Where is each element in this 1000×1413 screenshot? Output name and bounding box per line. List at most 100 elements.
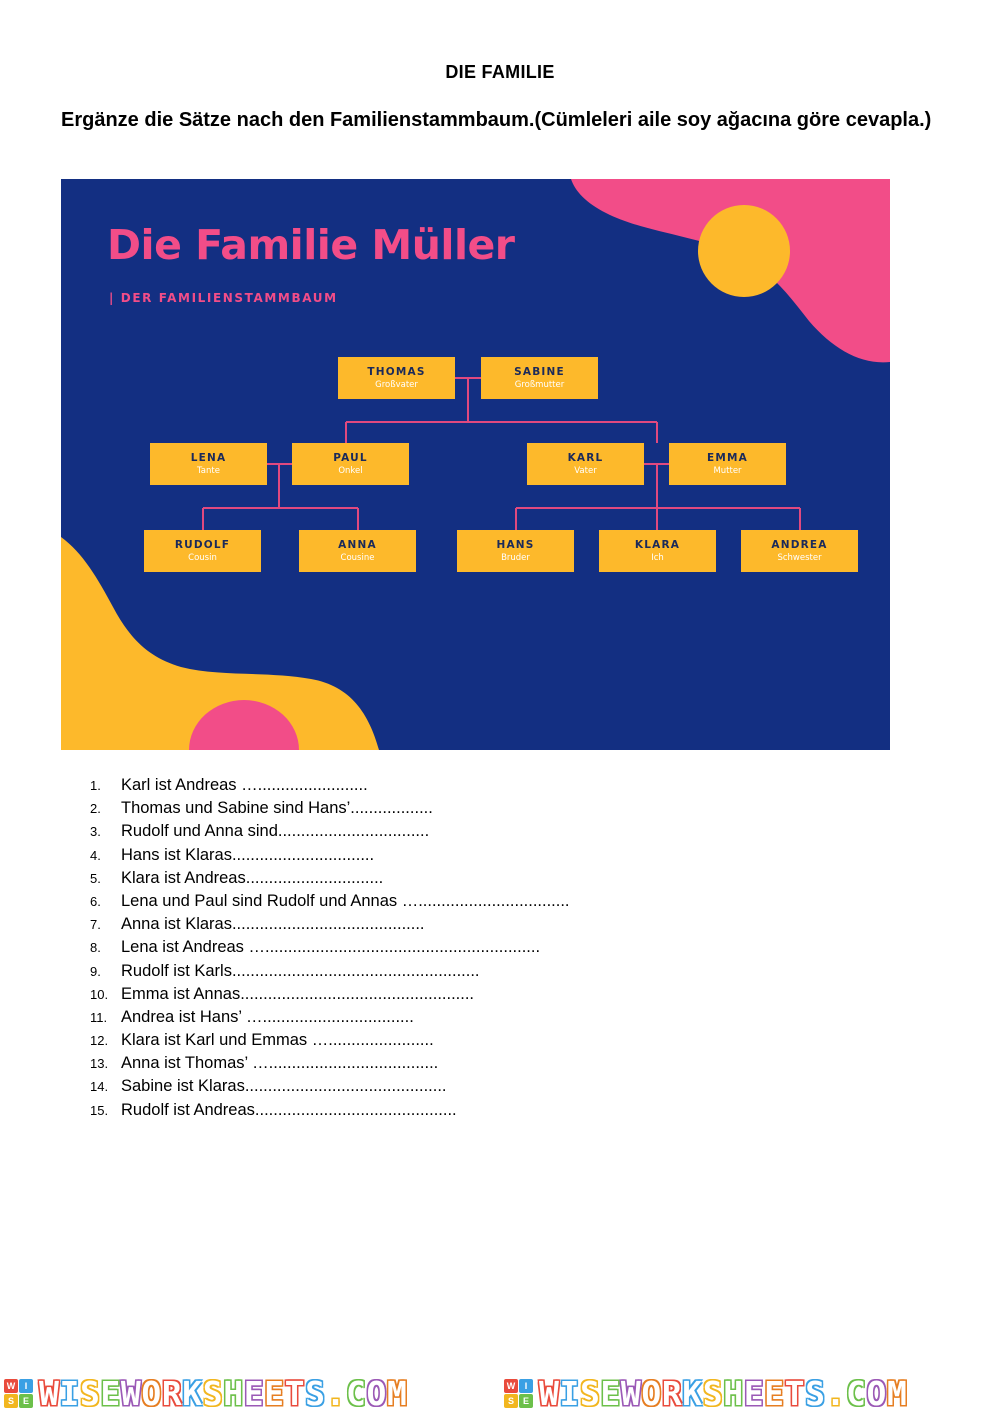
- node-role: Ich: [651, 553, 664, 563]
- family-tree-image: Die Familie Müller | DER FAMILIENSTAMMBA…: [61, 179, 890, 750]
- question-item: 5.Klara ist Andreas.....................…: [0, 867, 1000, 890]
- pink-semicircle-bottom-left: [189, 700, 299, 750]
- footer-brand-text: WISEWORKSHEETS.COM: [39, 1374, 408, 1413]
- node-name: HANS: [496, 539, 535, 551]
- question-item: 13. Anna ist Thomas’ …...................…: [0, 1052, 1000, 1075]
- question-text: Thomas und Sabine sind Hans’............…: [121, 799, 433, 818]
- node-name: THOMAS: [367, 366, 426, 378]
- question-number: 9.: [90, 963, 101, 979]
- node-name: ANNA: [338, 539, 377, 551]
- question-number: 4.: [90, 847, 101, 863]
- node-role: Tante: [197, 466, 220, 476]
- footer-brand-text: WISEWORKSHEETS.COM: [539, 1374, 908, 1413]
- node-sabine: SABINE Großmutter: [481, 357, 598, 399]
- node-paul: PAUL Onkel: [292, 443, 409, 485]
- question-number: 14.: [90, 1079, 109, 1095]
- node-name: LENA: [190, 452, 227, 464]
- question-text: Klara ist Karl und Emmas …..............…: [121, 1031, 434, 1050]
- question-number: 12.: [90, 1033, 109, 1049]
- question-number: 6.: [90, 893, 101, 909]
- question-item: 1. Karl ist Andreas …....................…: [0, 774, 1000, 797]
- question-text: Karl ist Andreas …......................…: [121, 776, 368, 794]
- node-role: Schwester: [777, 553, 822, 563]
- question-number: 2.: [90, 801, 101, 817]
- node-lena: LENA Tante: [150, 443, 267, 485]
- logo-mark-letter: S: [504, 1394, 518, 1408]
- instruction-text: Ergänze die Sätze nach den Familienstamm…: [61, 109, 932, 131]
- node-role: Großvater: [375, 380, 418, 390]
- question-text: Emma ist Annas..........................…: [121, 984, 475, 1003]
- node-name: PAUL: [333, 452, 368, 464]
- question-item: 2. Thomas und Sabine sind Hans’..........…: [0, 797, 1000, 820]
- tree-title: Die Familie Müller: [107, 221, 515, 269]
- question-item: 15. Rudolf ist Andreas...................…: [0, 1099, 1000, 1122]
- question-item: 7. Anna ist Klaras.......................…: [0, 913, 1000, 936]
- logo-mark-letter: I: [519, 1379, 533, 1393]
- node-andrea: ANDREA Schwester: [741, 530, 858, 572]
- question-item: 4. Hans ist Klaras.......................…: [0, 844, 1000, 867]
- logo-mark-letter: I: [19, 1379, 33, 1393]
- node-klara: KLARA Ich: [599, 530, 716, 572]
- question-number: 7.: [90, 917, 101, 933]
- node-name: ANDREA: [771, 539, 828, 551]
- question-number: 13.: [90, 1056, 109, 1072]
- logo-mark-letter: E: [19, 1394, 33, 1408]
- question-text: Rudolf und Anna sind....................…: [121, 822, 430, 841]
- question-item: 12. Klara ist Karl und Emmas …...........…: [0, 1029, 1000, 1052]
- node-rudolf: RUDOLF Cousin: [144, 530, 261, 572]
- logo-mark-letter: E: [519, 1394, 533, 1408]
- node-name: RUDOLF: [174, 539, 231, 551]
- node-name: EMMA: [707, 452, 748, 464]
- question-text: Sabine ist Klaras.......................…: [121, 1077, 447, 1096]
- node-thomas: THOMAS Großvater: [338, 357, 455, 399]
- question-number: 5.: [90, 870, 101, 886]
- node-role: Cousine: [340, 553, 375, 563]
- node-name: KARL: [567, 452, 604, 464]
- logo-mark-letter: S: [4, 1394, 18, 1408]
- logo-mark-letter: W: [504, 1379, 518, 1393]
- question-number: 8.: [90, 940, 101, 956]
- node-karl: KARL Vater: [527, 443, 644, 485]
- question-item: 6. Lena und Paul sind Rudolf und Annas ….…: [0, 890, 1000, 913]
- question-item: 9. Rudolf ist Karls......................…: [0, 960, 1000, 983]
- node-role: Vater: [574, 466, 597, 476]
- yellow-blob-bottom-left: [61, 537, 379, 750]
- tree-decoration: [61, 179, 890, 750]
- question-item: 8. Lena ist Andreas …....................…: [0, 936, 1000, 959]
- logo-mark-letter: W: [4, 1379, 18, 1393]
- question-text: Hans ist Klaras.........................…: [121, 845, 375, 864]
- question-item: 14. Sabine ist Klaras....................…: [0, 1075, 1000, 1098]
- question-list: 1. Karl ist Andreas …....................…: [0, 774, 1000, 1122]
- question-number: 3.: [90, 824, 101, 840]
- question-text: Rudolf ist Andreas......................…: [121, 1100, 457, 1119]
- node-emma: EMMA Mutter: [669, 443, 786, 485]
- pink-blob-top-right: [571, 179, 890, 363]
- node-role: Mutter: [713, 466, 742, 476]
- tree-connectors: [202, 377, 801, 530]
- question-number: 15.: [90, 1102, 109, 1118]
- node-name: KLARA: [634, 539, 681, 551]
- node-role: Cousin: [188, 553, 217, 563]
- question-text: Anna ist Thomas’ …......................…: [121, 1054, 439, 1073]
- question-text: Anna ist Klaras.........................…: [121, 915, 425, 934]
- question-text: Lena und Paul sind Rudolf und Annas …...…: [121, 891, 570, 910]
- question-text: Andrea ist Hans’ …......................…: [121, 1007, 414, 1026]
- question-item: 10. Emma ist Annas.......................…: [0, 983, 1000, 1006]
- page-title: DIE FAMILIE: [445, 62, 555, 82]
- node-name: SABINE: [514, 366, 565, 378]
- question-item: 3. Rudolf und Anna sind..................…: [0, 820, 1000, 843]
- yellow-circle-top-right: [698, 205, 790, 297]
- question-number: 1.: [90, 778, 101, 793]
- question-number: 10.: [90, 986, 109, 1002]
- question-text: Lena ist Andreas …......................…: [121, 938, 541, 957]
- node-anna: ANNA Cousine: [299, 530, 416, 572]
- tree-subtitle: | DER FAMILIENSTAMMBAUM: [109, 291, 338, 305]
- question-text: Rudolf ist Karls........................…: [121, 961, 480, 980]
- node-role: Großmutter: [514, 380, 565, 390]
- node-role: Bruder: [501, 553, 530, 563]
